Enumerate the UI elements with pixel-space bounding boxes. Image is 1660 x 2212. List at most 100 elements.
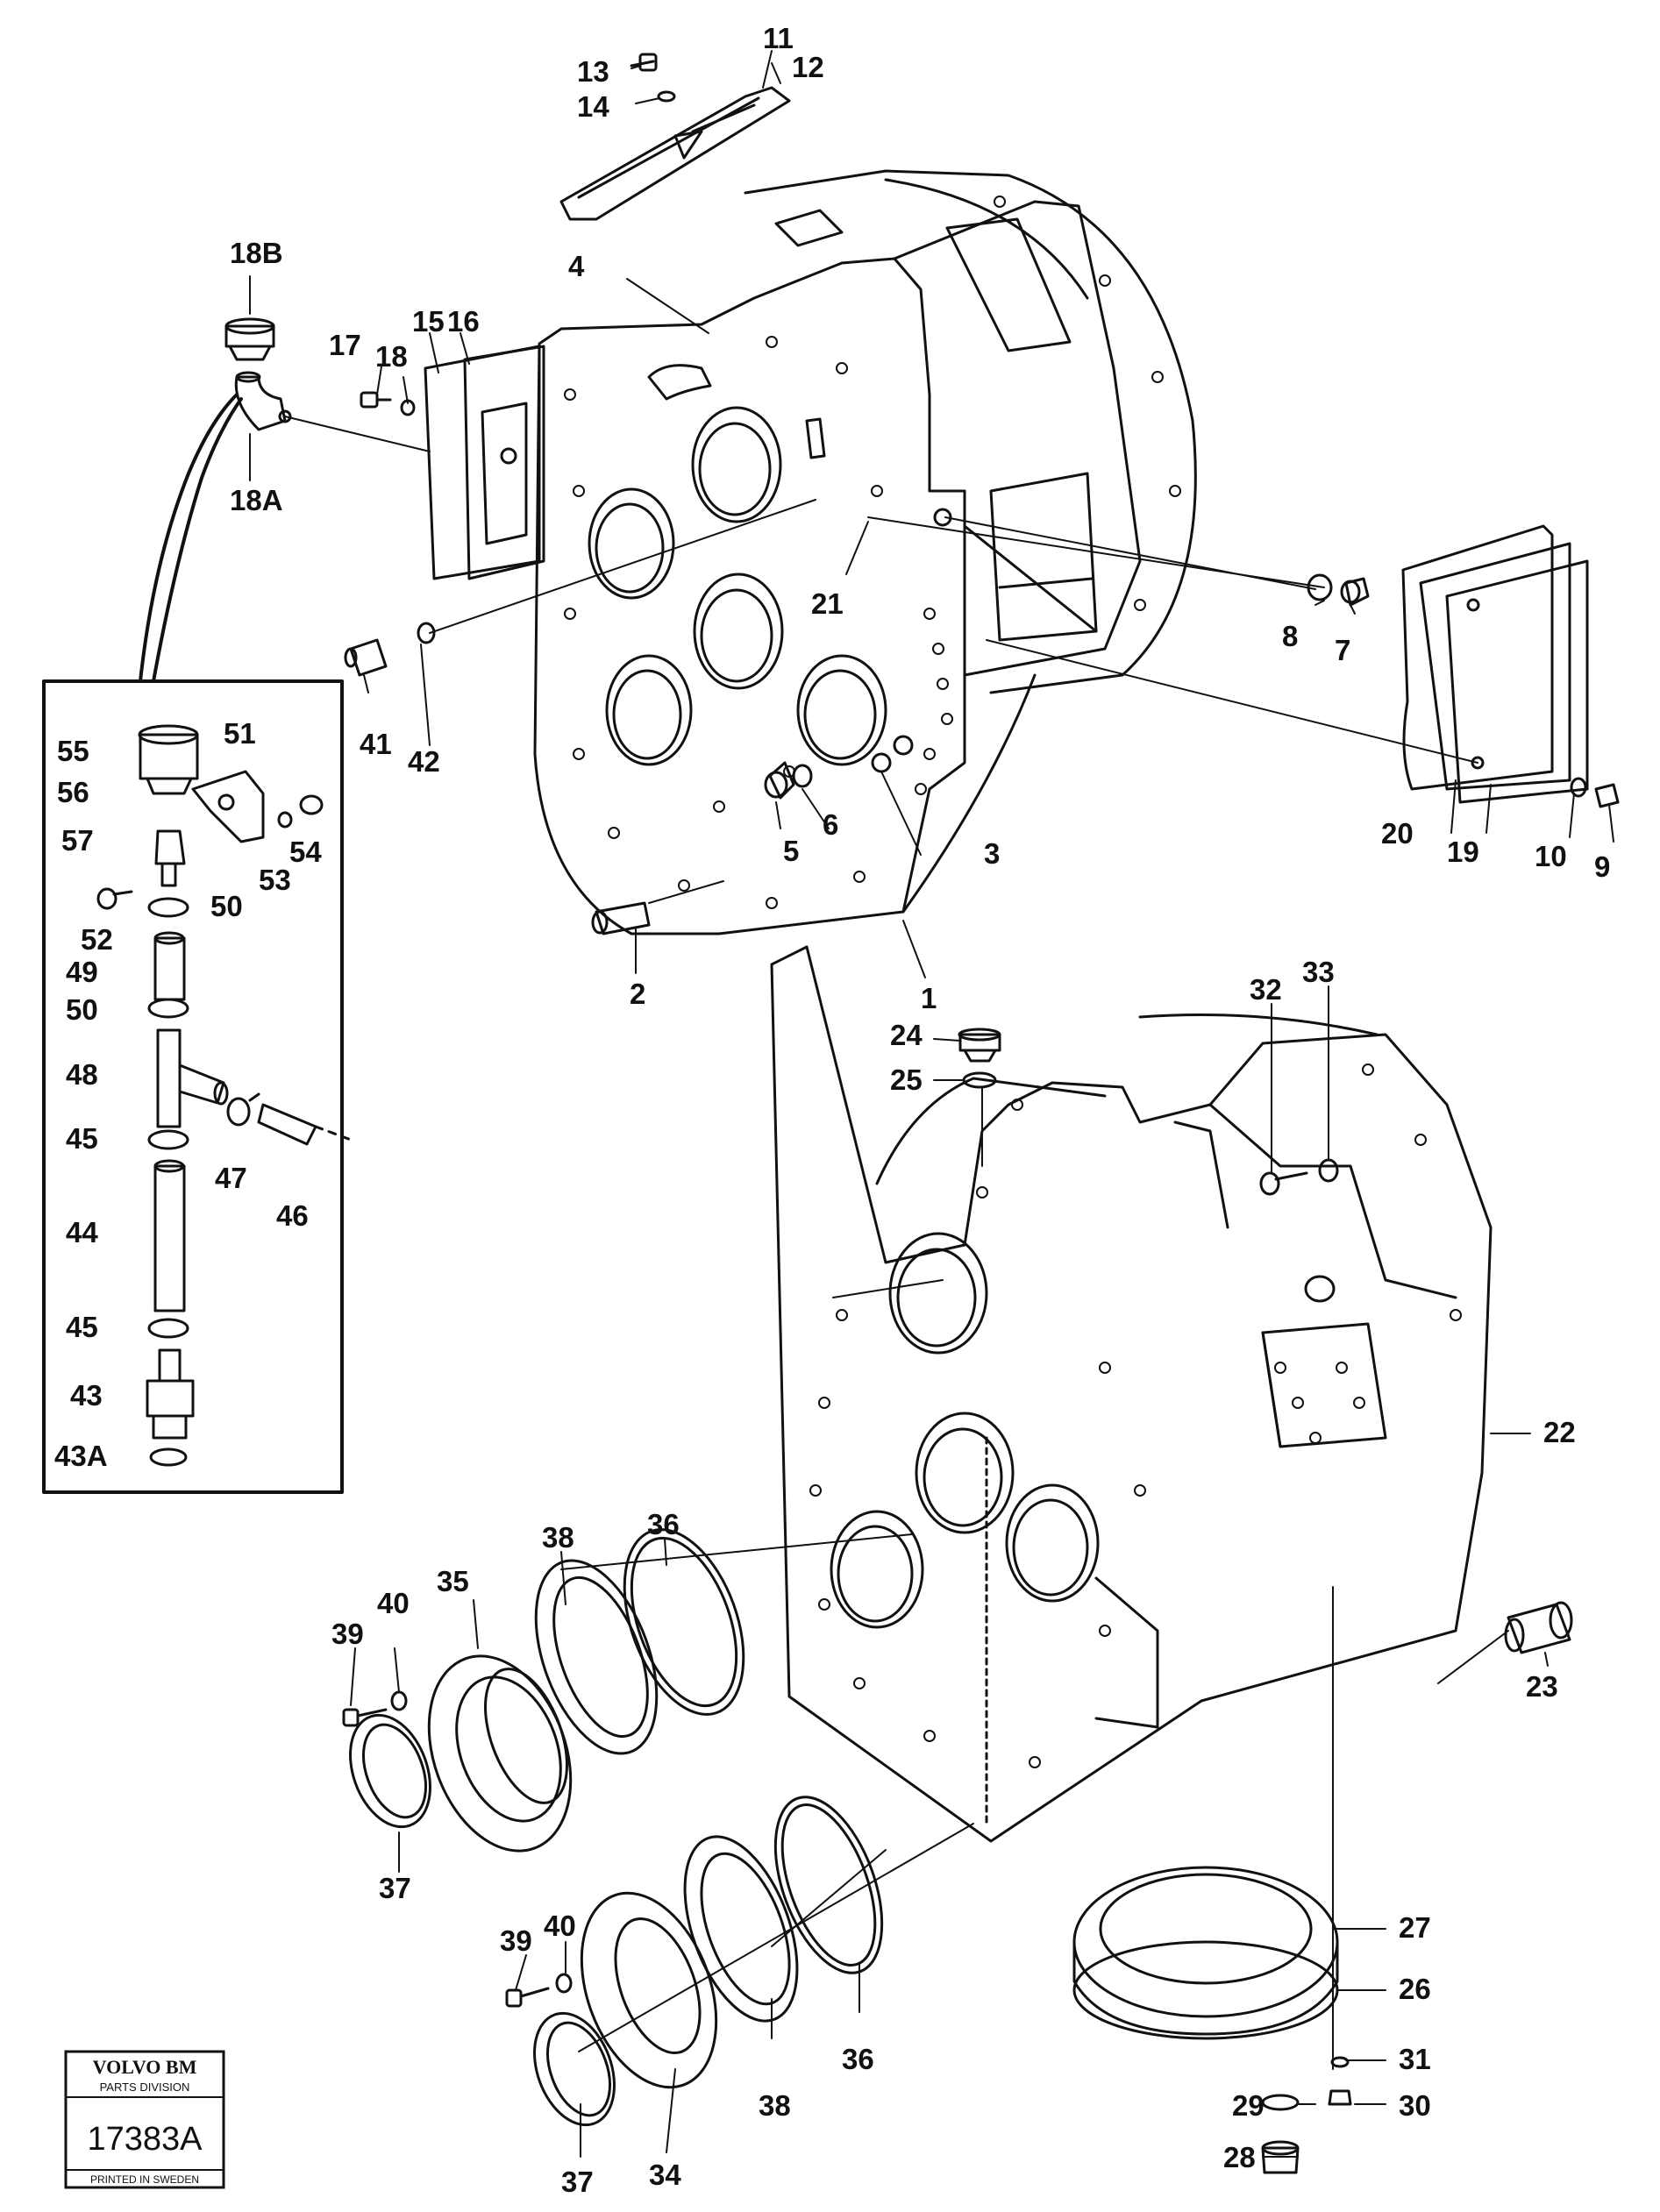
callout-34: 34 (649, 2159, 681, 2191)
plug-28 (1261, 2056, 1352, 2174)
callout-21: 21 (811, 587, 844, 620)
fitting-57 (154, 829, 186, 887)
callout-23: 23 (1526, 1670, 1558, 1703)
callout-16: 16 (447, 305, 480, 338)
bolt-52 (96, 887, 133, 910)
callout-33: 33 (1302, 956, 1335, 988)
callout-37a: 37 (379, 1872, 411, 1904)
side-cover-15-16 (424, 345, 545, 580)
seal-37b (533, 2011, 616, 2127)
nut-54 (277, 794, 324, 829)
washer-8 (1307, 573, 1370, 607)
fitting-43 (146, 1348, 195, 1440)
callout-49: 49 (66, 956, 98, 988)
bolt-9 (1570, 777, 1620, 808)
callout-26: 26 (1399, 1973, 1431, 2005)
callout-27: 27 (1399, 1911, 1431, 1944)
flange-34 (580, 1891, 718, 2089)
callout-29: 29 (1232, 2089, 1265, 2122)
callout-24: 24 (890, 1019, 923, 1051)
callout-4: 4 (568, 250, 585, 282)
callout-40a: 40 (377, 1587, 410, 1619)
callout-52: 52 (81, 923, 113, 956)
callout-36b: 36 (842, 2043, 874, 2075)
callout-18B: 18B (230, 237, 283, 269)
callout-14: 14 (577, 90, 609, 123)
callout-13: 13 (577, 55, 609, 88)
leader-lines (249, 50, 1614, 2158)
flange-35 (427, 1654, 573, 1853)
callout-42: 42 (408, 745, 440, 778)
callout-10: 10 (1535, 840, 1567, 872)
clamp-47 (226, 1092, 260, 1127)
stamp-brand: VOLVO BM (93, 2056, 197, 2078)
callout-38b: 38 (759, 2089, 791, 2122)
callout-54: 54 (289, 836, 322, 868)
callout-labels: 11 12 13 14 18B 4 17 18 15 16 18A 21 8 7… (54, 22, 1610, 2198)
callout-28: 28 (1223, 2141, 1256, 2173)
clamp-50b (147, 998, 189, 1019)
bracket-51 (191, 770, 265, 843)
callout-37b: 37 (561, 2166, 594, 2198)
hose-46 (257, 1103, 353, 1146)
callout-30: 30 (1399, 2089, 1431, 2122)
bolt-39b (505, 1973, 573, 2008)
callout-15: 15 (412, 305, 445, 338)
bolt-5 (764, 752, 892, 800)
clamp-45b (147, 1318, 189, 1339)
plug-41 (344, 622, 436, 677)
callout-3: 3 (984, 837, 1000, 870)
callout-39a: 39 (331, 1618, 364, 1650)
callout-1: 1 (921, 982, 937, 1014)
callout-43A: 43A (54, 1440, 108, 1472)
callout-25: 25 (890, 1063, 923, 1096)
inset-box (42, 393, 344, 1494)
callout-19: 19 (1447, 836, 1479, 868)
callout-2: 2 (630, 978, 645, 1010)
clamp-45a (147, 1129, 189, 1150)
callout-47: 47 (215, 1162, 247, 1194)
tee-48 (156, 1028, 229, 1128)
breather-55 (138, 724, 199, 795)
dowel-2 (591, 901, 651, 935)
callout-53: 53 (259, 864, 291, 896)
stamp-division: PARTS DIVISION (100, 2080, 190, 2094)
volvo-bm-stamp: VOLVO BM PARTS DIVISION 17383A PRINTED I… (64, 2050, 225, 2189)
callout-55: 55 (57, 735, 89, 767)
lower-housing (770, 945, 1493, 1843)
callout-6: 6 (823, 808, 838, 841)
callout-40b: 40 (544, 1910, 576, 1942)
seal-37a (349, 1713, 431, 1829)
callout-17: 17 (329, 329, 361, 361)
callout-5: 5 (783, 835, 799, 867)
callout-50b: 50 (66, 993, 98, 1026)
upper-housing (533, 169, 1197, 935)
callout-12: 12 (792, 51, 824, 83)
elbow-18A (234, 371, 292, 431)
shim-38a (534, 1559, 659, 1755)
callout-50a: 50 (210, 890, 243, 922)
washer-43A (149, 1447, 188, 1467)
callout-57: 57 (61, 824, 94, 857)
callout-36a: 36 (647, 1508, 680, 1540)
callout-41: 41 (360, 728, 392, 760)
callout-51: 51 (224, 717, 256, 750)
callout-43: 43 (70, 1379, 103, 1412)
oring-36b (773, 1796, 884, 1974)
callout-46: 46 (276, 1199, 309, 1232)
callout-7: 7 (1335, 634, 1350, 666)
top-cover-plate (559, 86, 791, 221)
callout-18: 18 (375, 340, 408, 373)
right-cover-19-20 (1401, 524, 1589, 804)
bolt-13 (630, 53, 676, 103)
callout-44: 44 (66, 1216, 98, 1248)
callout-11: 11 (763, 22, 794, 54)
plug-24 (958, 1028, 1001, 1089)
callout-45b: 45 (66, 1311, 98, 1343)
callout-9: 9 (1594, 850, 1610, 883)
oring-36a (623, 1528, 745, 1716)
callout-56: 56 (57, 776, 89, 808)
callout-22: 22 (1543, 1416, 1576, 1448)
